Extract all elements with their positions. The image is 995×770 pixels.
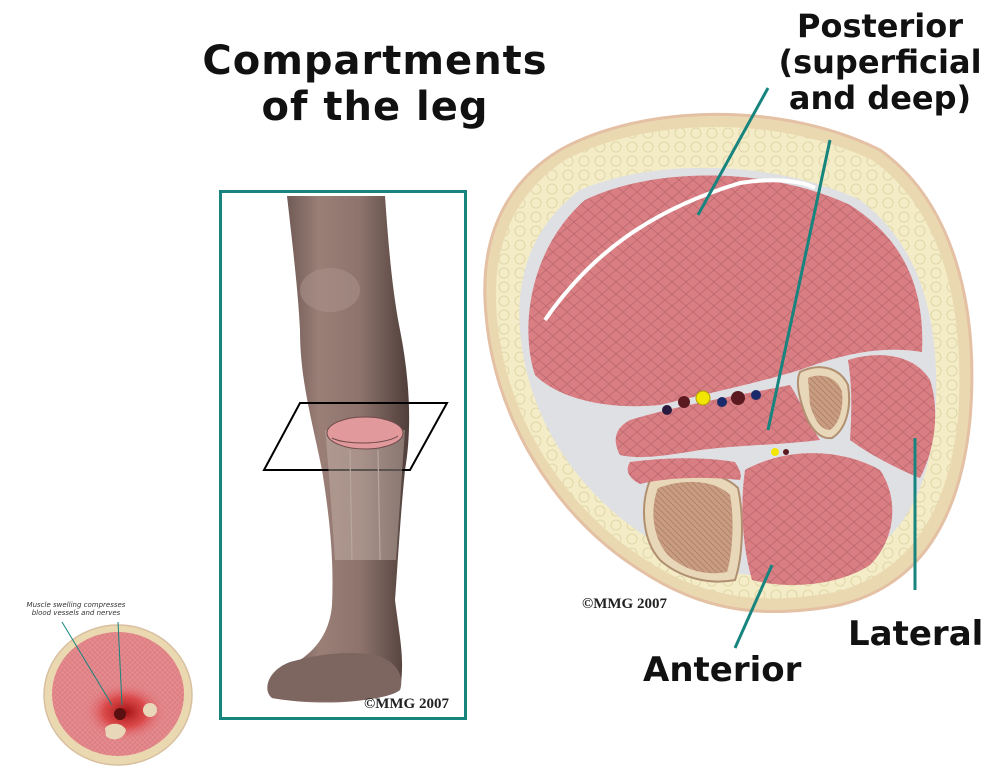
inset-caption-line-1: Muscle swelling compresses <box>6 601 146 609</box>
inset-caption: Muscle swelling compresses blood vessels… <box>6 601 146 617</box>
inset-caption-line-2: blood vessels and nerves <box>6 609 146 617</box>
